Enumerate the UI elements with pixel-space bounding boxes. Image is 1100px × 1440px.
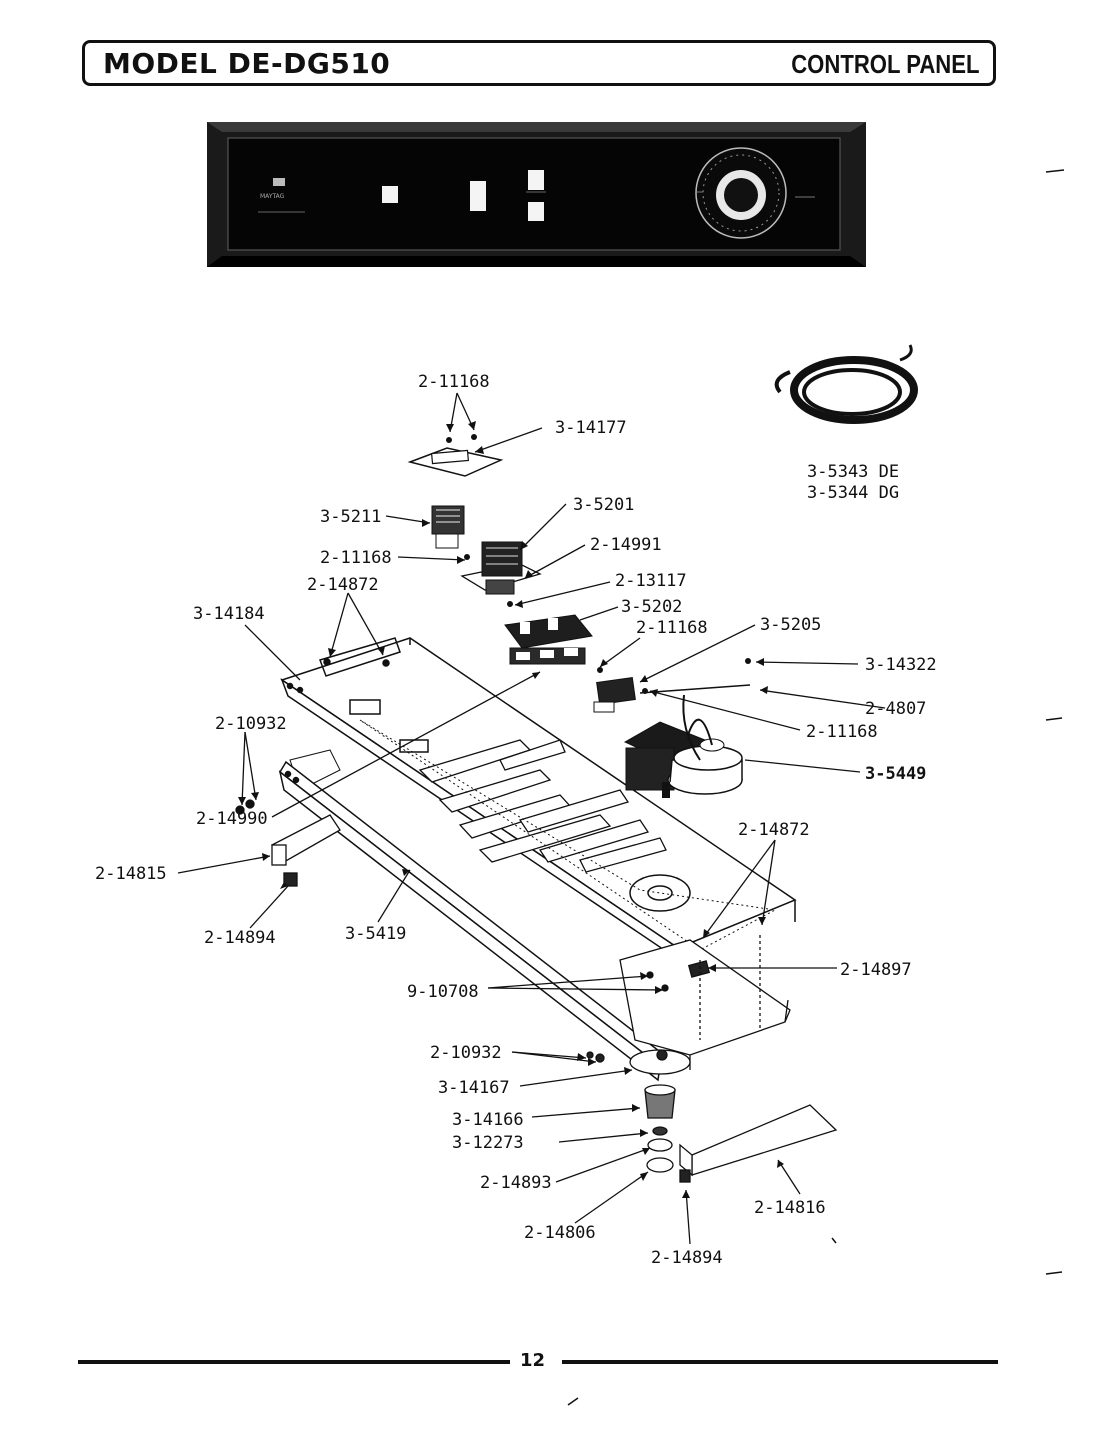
part-label: 2-14990 xyxy=(196,809,268,829)
part-label: 2-11168 xyxy=(806,722,878,742)
part-label: 3-14184 xyxy=(193,604,265,624)
right-end-bracket xyxy=(679,1104,838,1183)
part-labels: 2-11168 3-14177 3-5343 DE 3-5344 DG 3-52… xyxy=(95,372,937,1268)
control-panel-rail xyxy=(278,760,670,1082)
part-label: 3-12273 xyxy=(452,1133,524,1153)
part-label: 2-14897 xyxy=(840,960,912,980)
maytag-logo-icon xyxy=(273,178,285,186)
push-button-2[interactable] xyxy=(470,181,486,211)
part-label: 9-10708 xyxy=(407,982,479,1002)
timer-3-5449 xyxy=(623,694,743,798)
leader-lines xyxy=(177,392,886,1245)
page-header: MODEL DE-DG510 CONTROL PANEL xyxy=(82,40,996,86)
part-label: 2-11168 xyxy=(418,372,490,392)
power-cord-coil xyxy=(774,344,918,424)
part-label: 2-14816 xyxy=(754,1198,826,1218)
switch-3-5202 xyxy=(504,614,593,665)
part-label: 3-5449 xyxy=(865,764,926,784)
part-label: 3-14322 xyxy=(865,655,937,675)
push-button-1[interactable] xyxy=(382,186,398,203)
part-label: 2-11168 xyxy=(636,618,708,638)
knob-stack xyxy=(586,971,691,1173)
part-label: 2-4807 xyxy=(865,699,926,719)
part-label: 3-14166 xyxy=(452,1110,524,1130)
margin-marks xyxy=(567,169,1065,1406)
part-label: 2-10932 xyxy=(215,714,287,734)
footer-rule-right xyxy=(562,1360,998,1364)
model-title: MODEL DE-DG510 xyxy=(103,47,391,80)
switch-3-5205 xyxy=(593,658,751,713)
part-label: 2-14894 xyxy=(651,1248,723,1268)
panel-brand: MAYTAG xyxy=(260,193,285,200)
footer-rule-left xyxy=(78,1360,510,1364)
part-label: 2-11168 xyxy=(320,548,392,568)
control-panel-front-view: MAYTAG xyxy=(207,122,866,267)
leader-arrowheads xyxy=(238,421,784,1198)
switch-3-5201 xyxy=(460,541,542,607)
part-label: 2-13117 xyxy=(615,571,687,591)
push-button-4[interactable] xyxy=(528,202,544,221)
left-end-bracket xyxy=(235,799,341,887)
part-label: 2-14894 xyxy=(204,928,276,948)
panel-slots xyxy=(418,739,667,873)
switch-3-5211 xyxy=(431,505,465,549)
part-label: 2-14991 xyxy=(590,535,662,555)
part-label: 2-14872 xyxy=(738,820,810,840)
part-label: 2-14806 xyxy=(524,1223,596,1243)
part-label: 2-14815 xyxy=(95,864,167,884)
part-label: 3-5211 xyxy=(320,507,381,527)
control-panel-housing xyxy=(280,637,797,964)
part-label: 3-5205 xyxy=(760,615,821,635)
page-number: 12 xyxy=(520,1350,546,1371)
part-label: 3-5344 DG xyxy=(807,483,899,503)
part-label: 2-10932 xyxy=(430,1043,502,1063)
part-label: 3-5202 xyxy=(621,597,682,617)
part-label: 3-5419 xyxy=(345,924,406,944)
rear-frame xyxy=(619,935,791,1070)
part-label: 3-5201 xyxy=(573,495,634,515)
part-label: 3-14177 xyxy=(555,418,627,438)
section-title: CONTROL PANEL xyxy=(790,49,979,79)
part-label: 3-5343 DE xyxy=(807,462,899,482)
part-label: 2-14872 xyxy=(307,575,379,595)
switch-cover-bracket xyxy=(407,434,504,477)
push-button-3[interactable] xyxy=(528,170,544,190)
part-label: 2-14893 xyxy=(480,1173,552,1193)
timer-dial[interactable] xyxy=(695,147,787,239)
part-label: 3-14167 xyxy=(438,1078,510,1098)
